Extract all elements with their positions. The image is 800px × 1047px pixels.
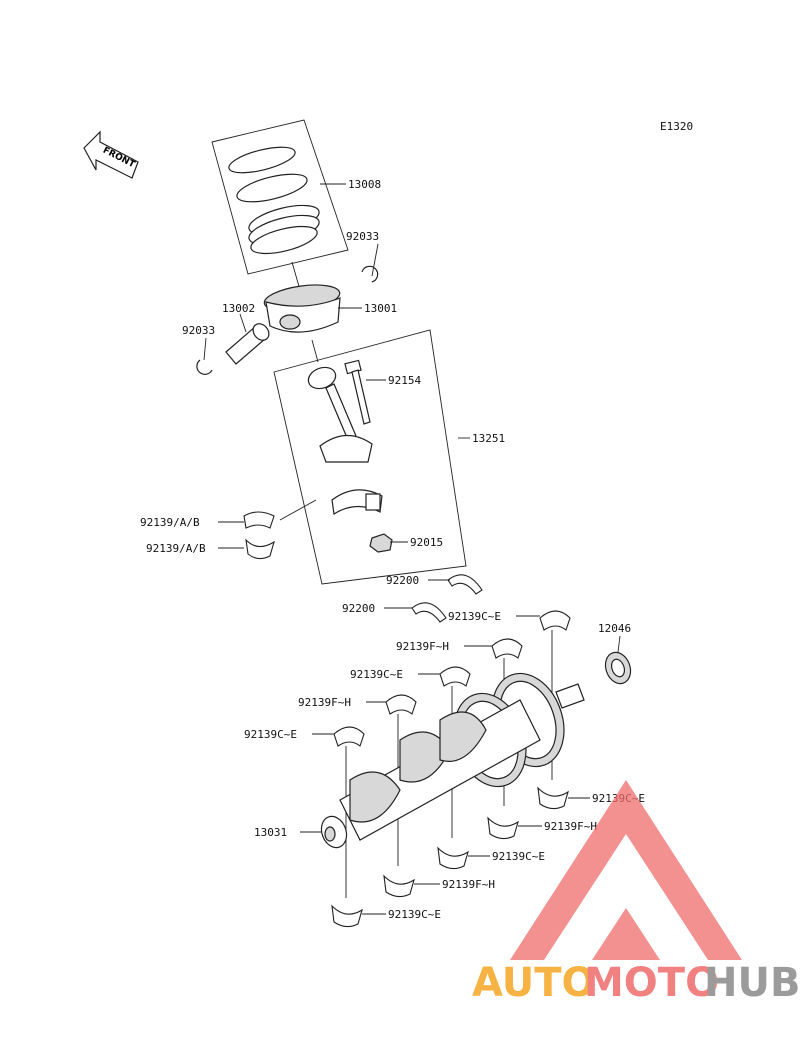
- label-92139ce-3: 92139C~E: [244, 728, 297, 741]
- diagram-code: E1320: [660, 120, 693, 133]
- crankshaft: [320, 672, 585, 849]
- connecting-rod: [307, 366, 373, 463]
- conrod-bearing-lower: [245, 538, 275, 560]
- front-arrow-icon: FRONT: [83, 130, 139, 179]
- main-bearing-lower-4: [383, 874, 415, 898]
- label-92139ce-5: 92139C~E: [492, 850, 545, 863]
- connecting-rod-box: [273, 329, 467, 585]
- wordmark-hub: HUB: [704, 960, 800, 1006]
- label-92033-left: 92033: [182, 324, 215, 337]
- main-bearing-upper-3: [439, 666, 471, 687]
- automotohub-wordmark: AUTO MOTO HUB: [472, 960, 800, 1006]
- label-92139ab-2: 92139/A/B: [146, 542, 206, 555]
- main-bearing-lower-1: [537, 786, 569, 810]
- label-92200-2: 92200: [342, 602, 375, 615]
- label-92033-top: 92033: [346, 230, 379, 243]
- conrod-bolt: [344, 359, 371, 425]
- main-bearing-upper-2: [491, 638, 523, 659]
- piston: [263, 261, 341, 333]
- rod-cap: [331, 489, 383, 516]
- main-bearing-upper-1: [539, 610, 571, 631]
- circlip-right: [361, 265, 379, 283]
- label-13001: 13001: [364, 302, 397, 315]
- wordmark-moto: MOTO: [584, 960, 719, 1006]
- conrod-bearing-upper: [243, 511, 275, 529]
- thrust-washer-2: [411, 602, 447, 623]
- label-92139ce-2: 92139C~E: [350, 668, 403, 681]
- label-92139fh-3: 92139F~H: [544, 820, 597, 833]
- needle-bearing: [604, 651, 632, 685]
- circlip-left: [196, 359, 213, 375]
- automotohub-logo: [510, 780, 742, 960]
- conrod-nut: [369, 533, 393, 553]
- label-92139fh-2: 92139F~H: [298, 696, 351, 709]
- main-bearing-upper-4: [385, 694, 417, 715]
- label-92139fh-4: 92139F~H: [442, 878, 495, 891]
- label-92154: 92154: [388, 374, 421, 387]
- main-bearing-upper-5: [333, 726, 365, 747]
- label-92200-1: 92200: [386, 574, 419, 587]
- main-bearing-lower-2: [487, 816, 519, 840]
- label-13002: 13002: [222, 302, 255, 315]
- label-92139ce-1: 92139C~E: [448, 610, 501, 623]
- main-bearing-lower-5: [331, 904, 363, 928]
- label-13031: 13031: [254, 826, 287, 839]
- label-92139ab-1: 92139/A/B: [140, 516, 200, 529]
- thrust-washer-1: [447, 574, 483, 595]
- label-92139ce-6: 92139C~E: [388, 908, 441, 921]
- label-12046: 12046: [598, 622, 631, 635]
- main-bearing-lower-3: [437, 846, 469, 870]
- wordmark-auto: AUTO: [472, 960, 596, 1006]
- piston-rings: [211, 119, 349, 275]
- label-13008: 13008: [348, 178, 381, 191]
- label-92015: 92015: [410, 536, 443, 549]
- label-92139fh-1: 92139F~H: [396, 640, 449, 653]
- label-13251: 13251: [472, 432, 505, 445]
- piston-pin: [225, 323, 270, 365]
